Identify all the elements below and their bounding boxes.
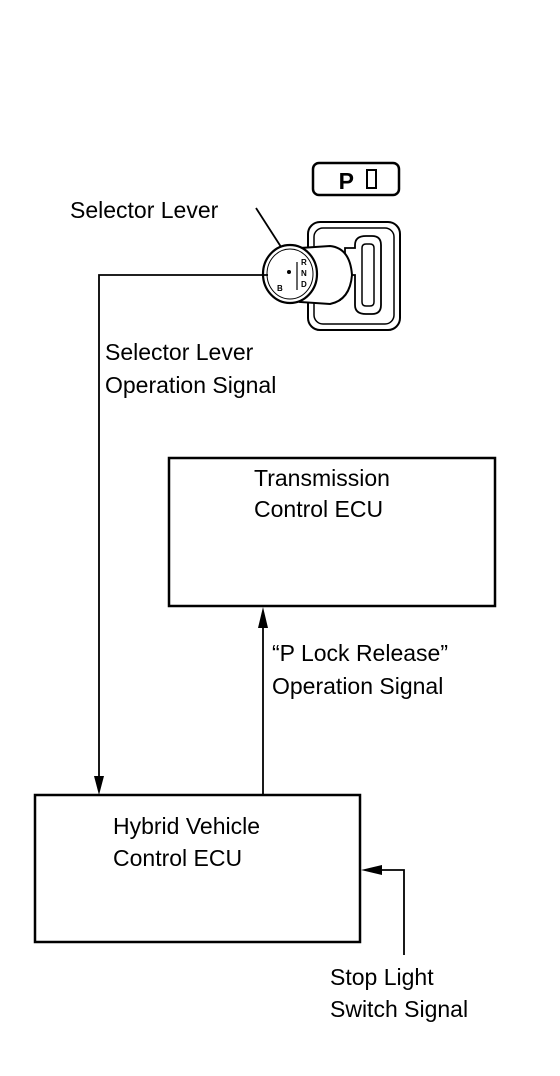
hybrid-ecu-label-line1: Hybrid Vehicle (113, 813, 260, 839)
stop-light-signal-label-line1: Stop Light (330, 964, 434, 990)
p-switch-indicator-icon (366, 169, 377, 189)
hybrid-ecu-label-line2: Control ECU (113, 845, 242, 871)
selector-lever-label: Selector Lever (70, 197, 219, 223)
selector-signal-label-line1: Selector Lever (105, 339, 254, 365)
hybrid-vehicle-control-ecu-box (33, 793, 362, 944)
selector-signal-label-line2: Operation Signal (105, 372, 276, 398)
stop-light-signal-arrowhead (361, 865, 382, 875)
stop-light-signal-wire (380, 869, 405, 955)
selector-lever-leader-line (255, 207, 284, 251)
selector-lever-knob-icon: R N D B (261, 243, 354, 306)
selector-signal-arrowhead (94, 776, 104, 795)
p-lock-signal-arrowhead (258, 607, 268, 628)
transmission-ecu-label-line1: Transmission (254, 465, 390, 491)
gate-position-n: N (301, 269, 307, 278)
gate-position-b: B (277, 284, 283, 293)
p-switch-label: P (339, 168, 354, 194)
transmission-control-ecu-box (167, 456, 497, 608)
stop-light-signal-label-line2: Switch Signal (330, 996, 468, 1022)
p-lock-signal-label-line1: “P Lock Release” (272, 640, 448, 666)
p-position-switch: P (311, 161, 401, 197)
transmission-ecu-label-line2: Control ECU (254, 496, 383, 522)
selector-signal-wire (98, 274, 268, 778)
gate-position-d: D (301, 280, 307, 289)
gate-position-r: R (301, 258, 307, 267)
p-lock-signal-label-line2: Operation Signal (272, 673, 443, 699)
